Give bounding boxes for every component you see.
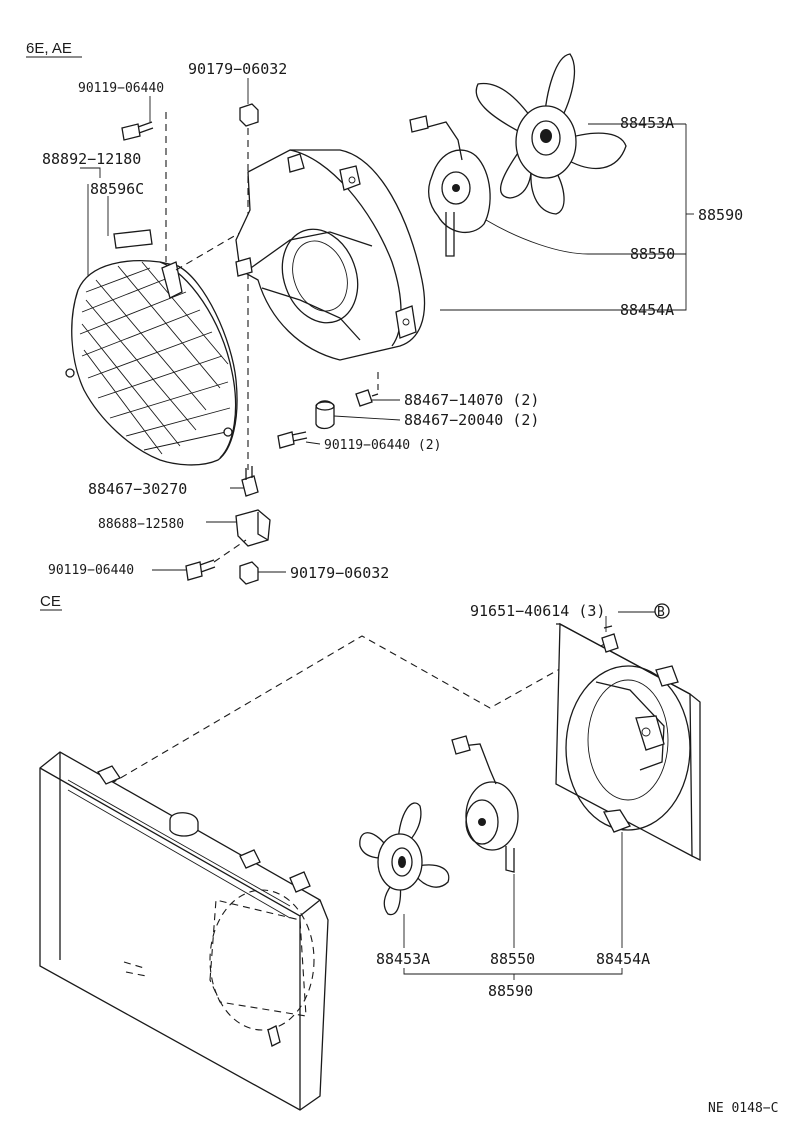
label-88596C: 88596C [90,180,144,198]
nut-bottom-top-section [239,561,259,585]
fan-motor-bottom [451,735,519,873]
grommet-14070 [355,389,379,407]
label-plate [113,229,153,249]
label-88892-12180: 88892−12180 [42,150,141,168]
bolt-top [121,121,154,141]
label-88688-12580: 88688−12580 [98,517,184,532]
stud-30270 [241,466,259,497]
section-label-bottom: CE [40,593,61,610]
label-88467-20040: 88467−20040 (2) [404,411,539,429]
label-88454A-bottom: 88454A [596,950,650,968]
label-88454A-top: 88454A [620,301,674,319]
label-90119-06440-bottom: 90119−06440 [48,563,134,578]
label-88550-top: 88550 [630,245,675,263]
bolt-bottom-top-section [185,559,216,581]
fan-motor-top [409,115,491,257]
cushion-20040 [315,400,335,430]
label-88467-30270: 88467−30270 [88,480,187,498]
figure-code: NE 0148−C [708,1101,778,1116]
nut-top [239,103,259,127]
assembly-line-bracket-bolt [213,539,247,563]
bracket-12580 [235,509,271,547]
fan-blade-bottom [359,802,450,916]
fan-shroud-bottom [555,622,701,862]
leader-lines-top [80,78,694,573]
section-label-top: 6E, AE [26,40,72,57]
label-90119-06440-top: 90119−06440 [78,81,164,96]
label-88453A-top: 88453A [620,114,674,132]
label-88467-14070: 88467−14070 (2) [404,391,539,409]
label-88550-bottom: 88550 [490,950,535,968]
label-90179-06032-top: 90179−06032 [188,60,287,78]
fan-shroud-top [235,149,426,361]
assembly-line-radiator [99,635,609,791]
fan-blade-top [475,53,627,215]
label-90119-06440-2: 90119−06440 (2) [324,438,441,453]
circle-marker [654,603,670,619]
fan-guard-grille [65,260,238,466]
radiator [39,751,329,1111]
screw-91651 [601,625,619,653]
circle-marker-letter: B [657,605,665,620]
bolt-2-mid [277,431,308,449]
label-88590-bottom: 88590 [488,982,533,1000]
label-90179-06032-bottom: 90179−06032 [290,564,389,582]
label-88590-top: 88590 [698,206,743,224]
label-88453A-bottom: 88453A [376,950,430,968]
leader-lines-bottom [403,611,655,980]
label-91651-40614: 91651−40614 (3) [470,602,605,620]
